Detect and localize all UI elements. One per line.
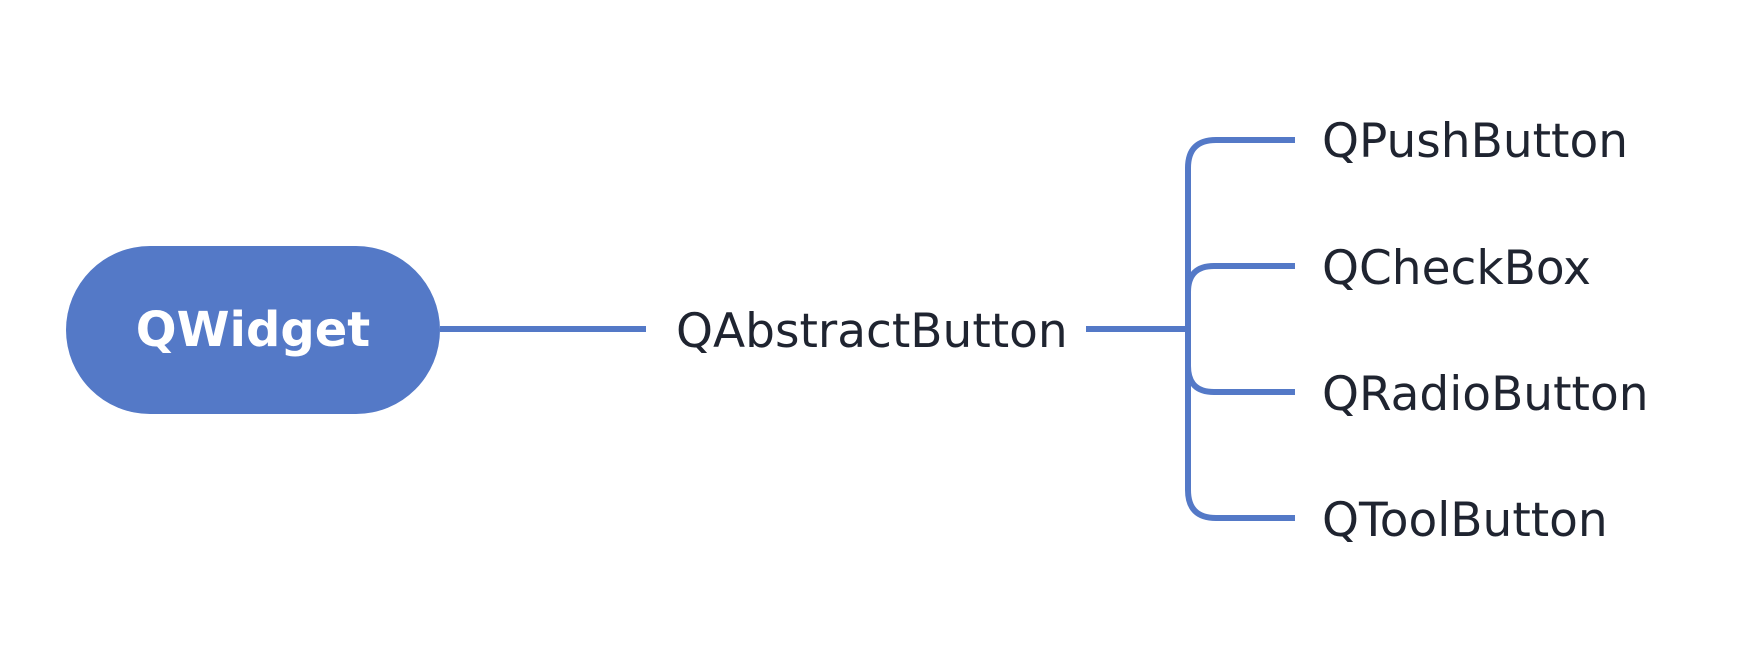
branch-to-qradiobutton [1185,329,1295,395]
branch-to-qpushbutton [1185,137,1295,329]
node-qcheckbox[interactable]: QCheckBox [1322,241,1591,296]
node-qpushbutton[interactable]: QPushButton [1322,114,1629,169]
branch-to-qcheckbox [1185,263,1295,329]
node-qtoolbutton[interactable]: QToolButton [1322,493,1608,548]
node-qabstractbutton[interactable]: QAbstractButton [676,304,1068,359]
node-qradiobutton[interactable]: QRadioButton [1322,367,1649,422]
branch-to-qtoolbutton [1185,329,1295,521]
root-node-qwidget[interactable]: QWidget [66,246,440,414]
root-node-label: QWidget [135,302,371,358]
